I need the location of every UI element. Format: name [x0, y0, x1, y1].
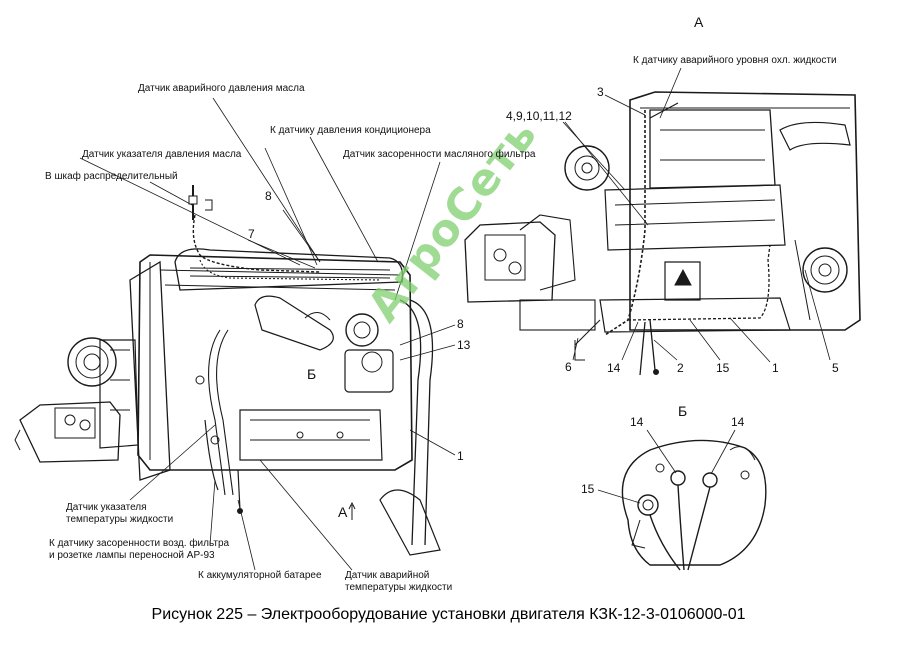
- label-coolant-temp-emergency-line1: Датчик аварийной: [345, 570, 430, 581]
- callout-3: 3: [597, 85, 604, 99]
- view-b-marker: Б: [307, 366, 317, 382]
- label-battery: К аккумуляторной батарее: [198, 570, 322, 581]
- callout-14-right: 14: [607, 361, 621, 375]
- label-coolant-temp-gauge-line1: Датчик указателя: [66, 502, 147, 513]
- label-coolant-temp-gauge-line2: температуры жидкости: [66, 514, 174, 525]
- callout-14-detail-left: 14: [630, 415, 644, 429]
- callout-8-top: 8: [265, 189, 272, 203]
- right-engine-view: [464, 91, 861, 376]
- view-a-title: А: [694, 14, 704, 30]
- label-ac-pressure-sensor: К датчику давления кондиционера: [270, 125, 431, 136]
- callout-7: 7: [248, 227, 255, 241]
- label-oil-emergency-sensor: Датчик аварийного давления масла: [138, 83, 305, 94]
- callout-8-mid: 8: [457, 317, 464, 331]
- callout-15-right: 15: [716, 361, 730, 375]
- left-engine-view: [14, 185, 441, 556]
- callout-6: 6: [565, 360, 572, 374]
- label-oil-filter-sensor: Датчик засоренности масляного фильтра: [343, 149, 536, 160]
- label-coolant-level-sensor: К датчику аварийного уровня охл. жидкост…: [633, 55, 837, 66]
- callout-14-detail-right: 14: [731, 415, 745, 429]
- callout-1-right: 1: [772, 361, 779, 375]
- callout-4-9-10-11-12: 4,9,10,11,12: [506, 109, 572, 123]
- callout-1-left: 1: [457, 449, 464, 463]
- label-distribution-cabinet: В шкаф распределительный: [45, 171, 178, 182]
- callout-2: 2: [677, 361, 684, 375]
- view-b-title: Б: [678, 403, 688, 419]
- callout-13: 13: [457, 338, 471, 352]
- figure-caption: Рисунок 225 – Электрооборудование устано…: [151, 606, 746, 623]
- leader-lines: [79, 67, 831, 571]
- detail-b-view: [621, 439, 767, 571]
- callout-5: 5: [832, 361, 839, 375]
- callout-15-detail: 15: [581, 482, 595, 496]
- label-oil-gauge-sensor: Датчик указателя давления масла: [82, 149, 242, 160]
- label-air-filter-line1: К датчику засоренности возд. фильтра: [49, 538, 230, 549]
- label-air-filter-line2: и розетке лампы переносной АР-93: [49, 550, 215, 561]
- label-coolant-temp-emergency-line2: температуры жидкости: [345, 582, 453, 593]
- view-a-arrow-label: А: [338, 504, 348, 520]
